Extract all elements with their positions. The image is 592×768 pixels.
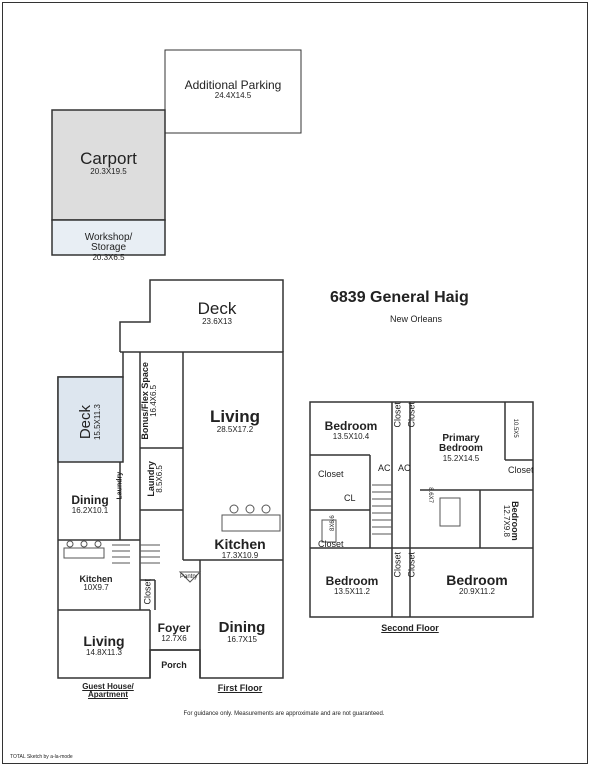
room-dim: 12.7X9.8 bbox=[501, 504, 511, 537]
room-name: Additional Parking bbox=[184, 78, 282, 92]
closet-label: Closet bbox=[392, 551, 403, 578]
room-additional-parking: Additional Parking 24.4X14.5 bbox=[168, 79, 298, 100]
room-name: Bedroom bbox=[446, 572, 508, 588]
room-guest-kitchen: Kitchen 10X9.7 bbox=[66, 574, 126, 593]
room-name: Deck bbox=[197, 299, 237, 318]
small-room-dim: 8X6.6 bbox=[329, 515, 336, 531]
room-guest-deck: Deck 15.5X11.3 bbox=[76, 382, 102, 462]
room-dining: Dining 16.7X15 bbox=[203, 620, 281, 644]
room-porch: Porch bbox=[161, 660, 187, 670]
room-dim: 20.9X11.2 bbox=[459, 586, 495, 596]
room-bedroom-nw: Bedroom 13.5X10.4 bbox=[312, 420, 390, 441]
closet-label: Closet bbox=[392, 401, 403, 428]
room-workshop: Workshop/ Storage 20.3X6.5 bbox=[55, 222, 162, 272]
cl-label: CL bbox=[344, 493, 356, 503]
second-floor-caption: Second Floor bbox=[381, 623, 439, 633]
room-name: Workshop/ Storage bbox=[84, 231, 133, 253]
page-title: 6839 General Haig bbox=[330, 289, 469, 306]
room-bedroom-sw: Bedroom 13.5X11.2 bbox=[312, 575, 392, 596]
room-guest-dining: Dining 16.2X10.1 bbox=[60, 494, 120, 515]
room-dim: 16.2X10.1 bbox=[71, 505, 109, 515]
closet-label: Closet bbox=[318, 539, 344, 549]
disclaimer: For guidance only. Measurements are appr… bbox=[183, 711, 385, 717]
room-name: Deck bbox=[76, 404, 94, 440]
room-dim: 20.3X6.5 bbox=[92, 252, 125, 262]
room-dim: 15.5X11.3 bbox=[92, 404, 102, 441]
closet-label: Closet bbox=[406, 401, 417, 428]
room-dim: 28.5X17.2 bbox=[216, 424, 254, 434]
room-name: Bedroom bbox=[325, 574, 379, 588]
room-dim: 15.2X14.5 bbox=[442, 453, 480, 463]
room-name: Carport bbox=[80, 149, 137, 168]
room-living: Living 28.5X17.2 bbox=[190, 408, 280, 434]
room-name: Kitchen bbox=[214, 536, 266, 552]
room-dim: 16.4X6.5 bbox=[149, 384, 159, 417]
room-dim: 10X9.7 bbox=[83, 583, 109, 593]
room-name: Foyer bbox=[157, 621, 191, 635]
closet-label: Closet bbox=[142, 578, 153, 605]
guest-house-caption: Guest House/ Apartment bbox=[82, 682, 134, 700]
pantry-label: Pantry bbox=[180, 574, 198, 580]
first-floor-caption: First Floor bbox=[217, 683, 263, 693]
room-guest-living: Living 14.8X11.3 bbox=[62, 634, 146, 657]
room-name: Living bbox=[83, 633, 125, 649]
room-name: Bedroom bbox=[324, 419, 378, 433]
room-dim: 20.3X19.5 bbox=[90, 166, 127, 176]
closet-label: Closet bbox=[508, 465, 534, 475]
room-deck: Deck 23.6X13 bbox=[152, 300, 282, 326]
room-name: Primary Bedroom bbox=[439, 432, 483, 454]
room-primary-bedroom: Primary Bedroom 15.2X14.5 bbox=[425, 423, 497, 473]
room-dim: 17.3X10.9 bbox=[221, 550, 259, 560]
ac-label: AC bbox=[398, 463, 411, 473]
room-dim: 23.6X13 bbox=[202, 316, 232, 326]
small-room-dim: 10.5X5 bbox=[512, 418, 519, 438]
ac-label: AC bbox=[378, 463, 391, 473]
room-laundry: Laundry 8.5X6.5 bbox=[146, 449, 165, 509]
room-dim: 12.7X6 bbox=[161, 633, 187, 643]
room-bedroom-e: Bedroom 12.7X9.8 bbox=[501, 489, 519, 553]
room-kitchen: Kitchen 17.3X10.9 bbox=[205, 537, 275, 560]
closet-label: Closet bbox=[318, 469, 344, 479]
room-carport: Carport 20.3X19.5 bbox=[55, 150, 162, 176]
closet-label: Closet bbox=[406, 551, 417, 578]
small-room-dim: 8.6X7 bbox=[427, 487, 434, 503]
page-subtitle: New Orleans bbox=[390, 314, 443, 324]
room-dim: 16.7X15 bbox=[227, 634, 257, 644]
room-bedroom-se: Bedroom 20.9X11.2 bbox=[430, 573, 524, 596]
room-name: Living bbox=[209, 407, 261, 426]
footer-note: TOTAL Sketch by a-la-mode bbox=[10, 754, 73, 760]
room-name: Dining bbox=[218, 619, 266, 636]
room-bonus: Bonus/Flex Space 16.4X6.5 bbox=[140, 361, 159, 441]
room-name: Kitchen bbox=[79, 574, 113, 584]
room-name: Bedroom bbox=[509, 501, 520, 541]
room-dim: 13.5X10.4 bbox=[332, 431, 370, 441]
room-dim: 13.5X11.2 bbox=[334, 586, 370, 596]
room-dim: 24.4X14.5 bbox=[214, 90, 252, 100]
room-dim: 14.8X11.3 bbox=[86, 647, 122, 657]
room-dim: 8.5X6.5 bbox=[155, 465, 165, 493]
room-foyer: Foyer 12.7X6 bbox=[152, 622, 196, 643]
room-name: Dining bbox=[71, 493, 109, 507]
